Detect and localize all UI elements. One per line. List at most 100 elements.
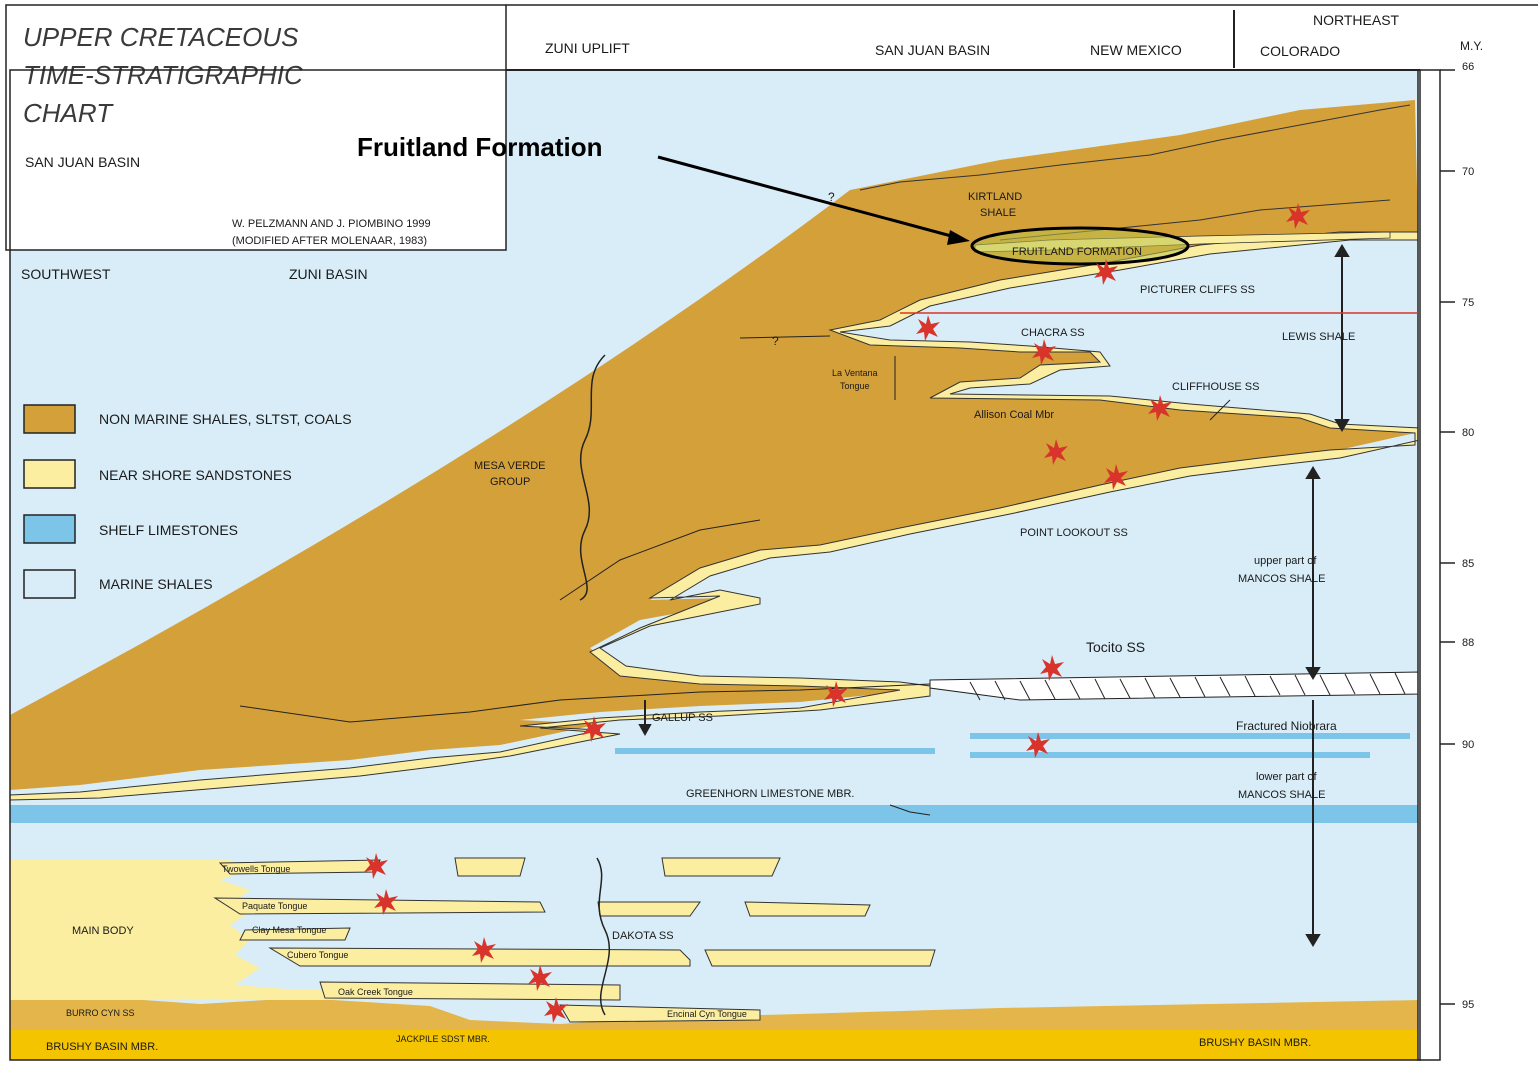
legend-swatch: [23, 569, 76, 599]
unit-label: BRUSHY BASIN MBR.: [1199, 1037, 1311, 1049]
burro-canyon-unit: [10, 997, 1420, 1030]
legend-label: NEAR SHORE SANDSTONES: [99, 467, 292, 483]
unit-label: MANCOS SHALE: [1238, 789, 1325, 801]
marker-star: [374, 889, 398, 915]
unit-label: KIRTLAND: [968, 191, 1022, 203]
unit-label: Tocito SS: [1086, 639, 1145, 655]
marker-star: [916, 315, 940, 341]
unit-label: POINT LOOKOUT SS: [1020, 527, 1128, 539]
unit-label: Oak Creek Tongue: [338, 987, 413, 997]
chart-subtitle: SAN JUAN BASIN: [25, 154, 140, 170]
unit-label: ?: [828, 190, 835, 204]
unit-labels: KIRTLAND SHALE FRUITLAND FORMATION PICTU…: [46, 190, 1355, 1053]
unit-label: CHACRA SS: [1021, 327, 1085, 339]
credit-line2: (MODIFIED AFTER MOLENAAR, 1983): [232, 235, 427, 247]
chart-title-line2: TIME-STRATIGRAPHIC: [23, 60, 303, 90]
unit-label: FRUITLAND FORMATION: [1012, 246, 1142, 258]
marker-star: [582, 716, 606, 742]
unit-label: lower part of: [1256, 771, 1317, 783]
axis-tick-label: 80: [1462, 427, 1474, 439]
unit-label: Allison Coal Mbr: [974, 409, 1054, 421]
brushy-basin-unit: [10, 1030, 1420, 1060]
unit-label: BRUSHY BASIN MBR.: [46, 1041, 158, 1053]
header-zuni-uplift: ZUNI UPLIFT: [545, 40, 630, 56]
unit-label: CLIFFHOUSE SS: [1172, 381, 1259, 393]
unit-label: PICTURER CLIFFS SS: [1140, 284, 1255, 296]
header-san-juan-basin: SAN JUAN BASIN: [875, 42, 990, 58]
header-zuni-basin: ZUNI BASIN: [289, 266, 368, 282]
axis-tick-label: 90: [1462, 739, 1474, 751]
kirtland-boundary-line: [859, 104, 1411, 191]
legend-label: NON MARINE SHALES, SLTST, COALS: [99, 411, 352, 427]
marker-star: [1026, 732, 1050, 758]
unit-label: ?: [772, 334, 779, 348]
marker-star: [824, 681, 848, 707]
axis-tick-label: 66: [1462, 61, 1474, 73]
range-arrows: [638, 244, 1350, 947]
marker-star: [1286, 203, 1310, 229]
unit-label: DAKOTA SS: [612, 930, 674, 942]
legend-swatch: [23, 404, 76, 434]
unit-label: Clay Mesa Tongue: [252, 925, 326, 935]
dakota-tongues: [213, 857, 936, 1023]
time-axis-ticks: [1440, 69, 1455, 1005]
legend-label: MARINE SHALES: [99, 576, 213, 592]
dakota-main-body-unit: [10, 860, 540, 1000]
annotation-arrow-line: [657, 155, 956, 239]
title-box: [5, 4, 507, 251]
unit-label: LEWIS SHALE: [1282, 331, 1355, 343]
axis-unit-label: M.Y.: [1460, 39, 1483, 53]
axis-tick-label: 70: [1462, 166, 1474, 178]
unit-label: MANCOS SHALE: [1238, 573, 1325, 585]
greenhorn-limestone-band: [10, 805, 1420, 823]
chart-title-line3: CHART: [23, 98, 114, 128]
axis-tick-label: 85: [1462, 558, 1474, 570]
chart-border: [9, 69, 1421, 1061]
legend-label: SHELF LIMESTONES: [99, 522, 238, 538]
header-northeast: NORTHEAST: [1313, 12, 1400, 28]
unit-label: MAIN BODY: [72, 925, 134, 937]
boundary-lines: [239, 335, 1231, 816]
annotation-arrow-head: [947, 230, 970, 245]
unit-label: BURRO CYN SS: [66, 1008, 135, 1018]
tocito-hatch-lines: [969, 672, 1406, 701]
marker-star: [1148, 395, 1172, 421]
legend: NON MARINE SHALES, SLTST, COALS NEAR SHO…: [23, 404, 352, 599]
legend-swatch: [23, 459, 76, 489]
fruitland-annotation: Fruitland Formation: [357, 132, 603, 162]
unit-label: GALLUP SS: [652, 712, 713, 724]
marker-star: [544, 997, 568, 1023]
unit-label: Fractured Niobrara: [1236, 719, 1337, 733]
header-new-mexico: NEW MEXICO: [1090, 42, 1182, 58]
axis-tick-label: 95: [1462, 999, 1474, 1011]
header-colorado: COLORADO: [1260, 43, 1340, 59]
credit-line1: W. PELZMANN AND J. PIOMBINO 1999: [232, 218, 431, 230]
header-southwest: SOUTHWEST: [21, 266, 111, 282]
axis-tick-label: 88: [1462, 637, 1474, 649]
unit-label: upper part of: [1254, 555, 1317, 567]
chart-title-line1: UPPER CRETACEOUS: [23, 22, 299, 52]
dakota-brace: [596, 857, 611, 1016]
marker-star: [1040, 655, 1064, 681]
time-axis-bar: [1417, 69, 1441, 1061]
marker-star: [1032, 339, 1056, 365]
axis-tick-label: 75: [1462, 297, 1474, 309]
unit-label: SHALE: [980, 207, 1016, 219]
unit-label: Tongue: [840, 381, 870, 391]
marker-star: [1044, 439, 1068, 465]
mesa-verde-brace: [579, 354, 606, 601]
marker-star: [1104, 464, 1128, 490]
unit-label: GREENHORN LIMESTONE MBR.: [686, 788, 855, 800]
marker-star: [472, 937, 496, 963]
marker-star: [1094, 259, 1118, 285]
fruitland-highlight-ellipse: [970, 226, 1190, 266]
unit-label: MESA VERDE: [474, 460, 546, 472]
unit-label: GROUP: [490, 476, 530, 488]
unit-label: La Ventana: [832, 368, 878, 378]
unit-label: Encinal Cyn Tongue: [667, 1009, 747, 1019]
marker-star: [528, 965, 552, 991]
unit-label: Twowells Tongue: [222, 864, 290, 874]
near-shore-sandstone-stair: [9, 231, 1421, 801]
